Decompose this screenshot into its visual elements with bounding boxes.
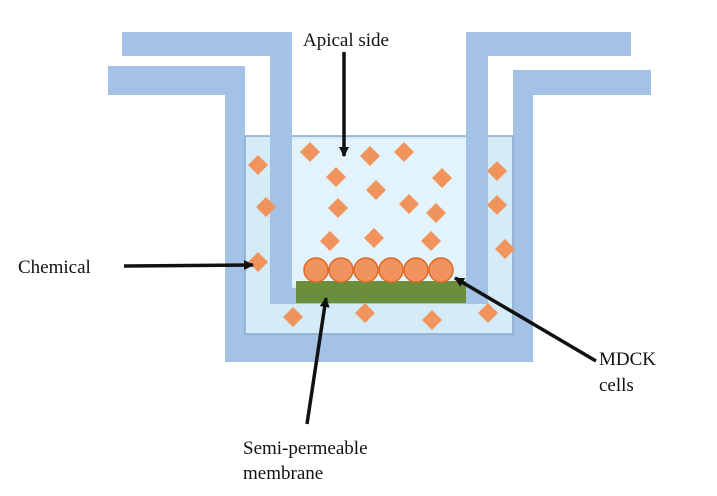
chemical-particle-icon (399, 194, 419, 214)
chemical-particle-icon (432, 168, 452, 188)
chemical-particle-icon (300, 142, 320, 162)
mdck-cell-icon (303, 257, 329, 283)
mdck-cells (303, 257, 454, 283)
label-semi-permeable: Semi-permeable (243, 438, 368, 459)
mdck-cell-icon (328, 257, 354, 283)
arrow-membrane (305, 297, 330, 425)
chemical-particle-icon (422, 310, 442, 330)
chemical-particle-icon (283, 307, 303, 327)
label-mdck: MDCK (599, 349, 656, 370)
chemical-particle-icon (478, 303, 498, 323)
chemical-particle-icon (360, 146, 380, 166)
chemical-particle-icon (495, 239, 515, 259)
chemical-particle-icon (487, 161, 507, 181)
label-chemical: Chemical (18, 257, 91, 278)
chemical-particle-icon (426, 203, 446, 223)
mdck-cell-icon (353, 257, 379, 283)
chemical-particle-icon (256, 197, 276, 217)
mdck-cell-icon (428, 257, 454, 283)
chemical-particle-icon (320, 231, 340, 251)
chemical-particle-icon (366, 180, 386, 200)
chemical-particle-icon (364, 228, 384, 248)
chemical-particle-icon (394, 142, 414, 162)
chemical-particle-icon (421, 231, 441, 251)
chemical-particles (248, 142, 515, 330)
semi-permeable-membrane (296, 281, 466, 303)
chemical-particle-icon (248, 155, 268, 175)
mdck-cell-icon (403, 257, 429, 283)
label-membrane: membrane (243, 463, 323, 484)
outer-well-wall (108, 66, 651, 362)
chemical-particle-icon (326, 167, 346, 187)
mdck-cell-icon (378, 257, 404, 283)
label-apical-side: Apical side (303, 30, 389, 51)
chemical-particle-icon (355, 303, 375, 323)
chemical-particle-icon (328, 198, 348, 218)
chemical-particle-icon (487, 195, 507, 215)
arrow-chemical (123, 260, 254, 271)
label-cells: cells (599, 375, 634, 396)
arrow-mdck (454, 276, 597, 363)
